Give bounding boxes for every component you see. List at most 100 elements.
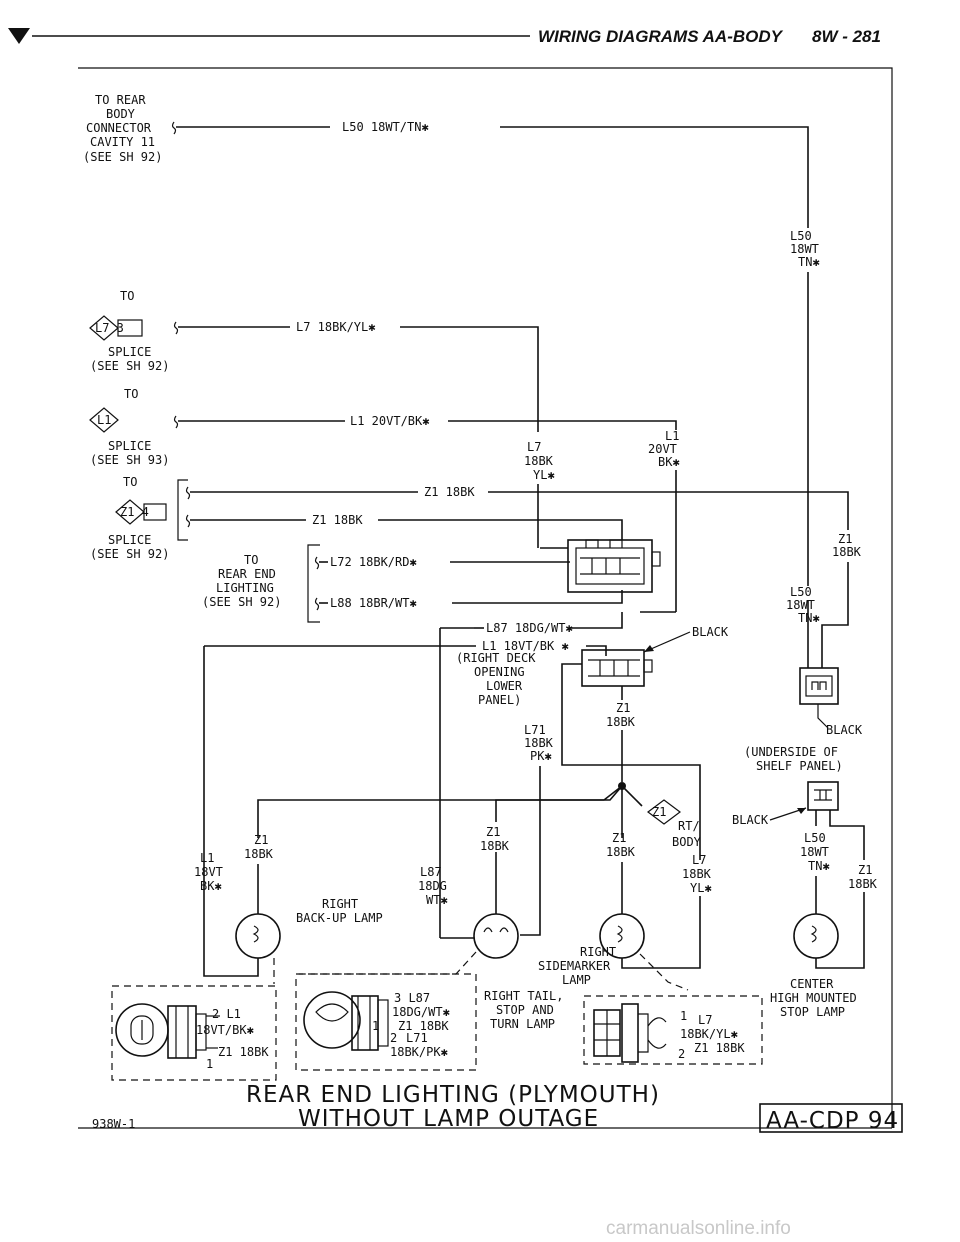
wire-z1 xyxy=(829,810,865,860)
arrow-icon xyxy=(797,808,806,814)
wire-l1 xyxy=(448,420,677,430)
bulb-icon xyxy=(235,913,281,959)
lamp-label: BACK-UP LAMP xyxy=(296,911,383,925)
lamp-label: RIGHT xyxy=(580,945,616,959)
bulb-icon xyxy=(793,913,839,959)
wire-label: 18BK xyxy=(606,845,636,859)
doc-code: AA-CDP 94 xyxy=(766,1108,899,1134)
pinout-sidemarker: 1 L7 18BK/YL✱ 2 Z1 18BK xyxy=(583,995,763,1065)
wire-l71 xyxy=(520,766,541,936)
pin-label: 1 xyxy=(206,1057,213,1071)
ground-tag-text: Z1 xyxy=(652,805,666,819)
wire-label-l72: L72 18BK/RD✱ xyxy=(330,555,417,569)
filament-icon xyxy=(616,925,623,943)
lamp-label: STOP AND xyxy=(496,1003,554,1017)
wire-l7 xyxy=(621,896,701,969)
wire-label: BK✱ xyxy=(200,879,222,893)
ref-label: SPLICE xyxy=(108,345,151,359)
pin-label: L71 xyxy=(406,1031,428,1045)
wire-label: 20VT xyxy=(648,442,677,456)
wire-z1 xyxy=(821,562,849,668)
wire-label-l50: L50 18WT/TN✱ xyxy=(342,120,429,134)
wire-label: 18WT xyxy=(786,598,815,612)
pin-label: 2 xyxy=(678,1047,685,1061)
ref-label: SPLICE xyxy=(108,533,151,547)
wire-l1 xyxy=(586,645,607,656)
pin-label: 2 L1 xyxy=(212,1007,241,1021)
ref-label: SPLICE xyxy=(108,439,151,453)
wire-label: BK✱ xyxy=(658,455,680,469)
ref-label: TO xyxy=(123,475,137,489)
wire-label: Z1 xyxy=(486,825,500,839)
leader-line xyxy=(296,951,477,975)
triangle-icon xyxy=(8,28,30,44)
ref-label: (SEE SH 92) xyxy=(90,359,169,373)
pin-label: 2 xyxy=(390,1031,397,1045)
ref-label: CONNECTOR xyxy=(86,121,152,135)
watermark: carmanualsonline.info xyxy=(606,1218,791,1239)
wire-z1 xyxy=(495,785,623,822)
wire-label-l7: L7 18BK/YL✱ xyxy=(296,320,375,334)
connector-symbol xyxy=(314,597,320,611)
pin-label: Z1 18BK xyxy=(218,1045,269,1059)
wire-label: TN✱ xyxy=(798,611,820,625)
wire-label: Z1 xyxy=(858,863,872,877)
wire-z1 xyxy=(815,892,865,969)
wire-label: L50 xyxy=(790,229,812,243)
wire-l88 xyxy=(452,590,623,604)
page-header: WIRING DIAGRAMS AA-BODY 8W - 281 xyxy=(8,27,881,46)
wire-label-z1: Z1 18BK xyxy=(424,485,475,499)
ref-label: (SEE SH 92) xyxy=(83,150,162,164)
header-title: WIRING DIAGRAMS AA-BODY xyxy=(538,27,784,46)
ref-label: BODY xyxy=(106,107,136,121)
wire-label: 18VT xyxy=(194,865,223,879)
wire-label: TN✱ xyxy=(798,255,820,269)
figure-code: 938W-1 xyxy=(92,1117,135,1131)
splice-tag-text: L1 xyxy=(97,413,111,427)
ref-bracket xyxy=(307,544,320,623)
wire-label: 18BK xyxy=(682,867,712,881)
diagram-frame xyxy=(78,67,893,1128)
wire-label: L1 xyxy=(200,851,214,865)
lamp-label: LAMP xyxy=(562,973,591,987)
filament-icon xyxy=(483,927,509,933)
ground-label: BODY xyxy=(672,835,702,849)
wire-l7 xyxy=(400,326,539,432)
doc-code-box xyxy=(759,1103,903,1133)
pinout-tail: 3 L87 18DG/WT✱ 1 Z1 18BK 2 L71 18BK/PK✱ xyxy=(295,973,477,1071)
wire-label-l87: L87 18DG/WT✱ xyxy=(486,621,573,635)
wire-l7 xyxy=(561,663,701,860)
wire-label-l1: L1 18VT/BK ✱ xyxy=(482,639,569,653)
pin-label: Z1 18BK xyxy=(694,1041,745,1055)
socket-icon xyxy=(303,991,361,1049)
connector-shelf-lower xyxy=(807,781,839,811)
wire-l87 xyxy=(570,612,623,629)
wire-label: PK✱ xyxy=(530,749,552,763)
wire-z1 xyxy=(488,491,849,530)
splice-bracket xyxy=(177,479,188,541)
wire-label: L87 xyxy=(420,865,442,879)
pin-label: 18DG/WT✱ xyxy=(392,1005,450,1019)
wire-label: 18BK xyxy=(832,545,862,559)
pointer-line xyxy=(817,704,829,729)
ground-tag: Z1 xyxy=(647,799,681,825)
diagram-subtitle: WITHOUT LAMP OUTAGE xyxy=(298,1106,599,1132)
pin-label: 18VT/BK✱ xyxy=(196,1023,254,1037)
pin-label: 18BK/PK✱ xyxy=(390,1045,448,1059)
connector-symbol xyxy=(185,514,191,528)
connector-color-label: BLACK xyxy=(732,813,769,827)
arrow-icon xyxy=(644,645,654,652)
connector-location-label: (RIGHT DECK xyxy=(456,651,536,665)
wire-label: 18BK xyxy=(480,839,510,853)
connector-color-label: BLACK xyxy=(826,723,863,737)
pin-label: 3 L87 xyxy=(394,991,430,1005)
connector-symbol xyxy=(173,321,179,335)
connector-location-label: (UNDERSIDE OF xyxy=(744,745,838,759)
ref-label: REAR END xyxy=(218,567,276,581)
lamp-label: RIGHT xyxy=(322,897,358,911)
wire-z1 xyxy=(378,519,623,540)
wire-label: 18BK xyxy=(524,736,554,750)
pin-label: Z1 18BK xyxy=(398,1019,449,1033)
ref-label: TO REAR xyxy=(95,93,146,107)
splice-tag-z1: Z1 4 xyxy=(115,499,167,525)
